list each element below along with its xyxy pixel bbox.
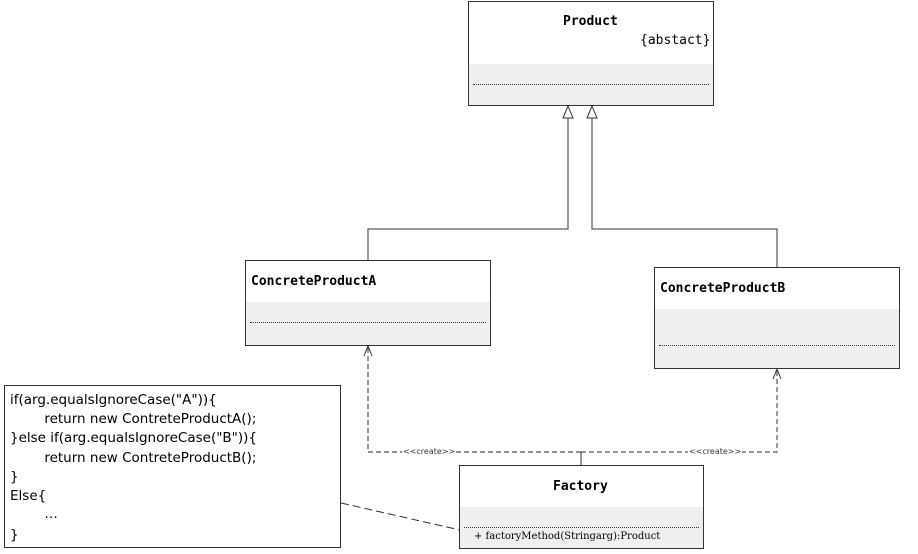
class-concrete-product-a-name: ConcreteProductA (251, 274, 377, 289)
create-label-a-bg (402, 445, 456, 457)
class-concrete-product-b-header: ConcreteProductB (655, 268, 899, 310)
class-product-name: Product (563, 14, 618, 29)
class-concrete-product-a-separator (250, 322, 486, 323)
code-line: } (10, 469, 19, 485)
class-product-body (469, 64, 713, 105)
code-line: return new ContreteProductB(); (10, 450, 257, 466)
class-concrete-product-a-body (246, 302, 490, 345)
note-anchor-line (340, 502, 461, 531)
class-concrete-product-b-separator (659, 345, 895, 346)
dependency-line-a (367, 347, 581, 453)
dependency-arrowhead-b (772, 367, 782, 380)
generalization-arrowhead-b (586, 104, 598, 119)
code-line: Else{ (10, 488, 47, 504)
class-concrete-product-b-body (655, 309, 899, 368)
class-factory-header: Factory (460, 466, 703, 508)
class-product-stereotype: {abstact} (640, 33, 711, 48)
class-product-header: Product {abstact} (469, 2, 713, 65)
class-concrete-product-b[interactable]: ConcreteProductB (654, 267, 900, 369)
class-factory-name: Factory (553, 479, 608, 494)
code-line: if(arg.equalsIgnoreCase("A")){ (10, 392, 217, 408)
create-label-b-bg (688, 445, 742, 457)
generalization-line-b (591, 117, 778, 267)
generalization-arrowhead-a (562, 104, 574, 119)
class-factory-separator (464, 527, 699, 528)
class-concrete-product-a-header: ConcreteProductA (246, 261, 490, 303)
generalization-line-a (367, 117, 569, 260)
create-label-a: <<create>> (403, 447, 455, 456)
dependency-arrowhead-a (363, 344, 373, 357)
class-factory-body: + factoryMethod(Stringarg):Product (460, 507, 703, 548)
class-product-separator (473, 84, 709, 85)
dependency-line-b (581, 370, 778, 453)
create-label-b: <<create>> (689, 447, 741, 456)
code-line: } (10, 527, 19, 543)
class-concrete-product-b-name: ConcreteProductB (660, 281, 786, 296)
code-line: return new ContreteProductA(); (10, 411, 257, 427)
code-line: }else if(arg.equalsIgnoreCase("B")){ (10, 430, 258, 446)
class-factory-method: + factoryMethod(Stringarg):Product (474, 531, 661, 542)
code-note[interactable]: if(arg.equalsIgnoreCase("A")){ return ne… (4, 385, 341, 548)
class-factory[interactable]: Factory + factoryMethod(Stringarg):Produ… (459, 465, 704, 549)
class-product[interactable]: Product {abstact} (468, 1, 714, 106)
code-line: … (10, 506, 58, 522)
class-concrete-product-a[interactable]: ConcreteProductA (245, 260, 491, 346)
